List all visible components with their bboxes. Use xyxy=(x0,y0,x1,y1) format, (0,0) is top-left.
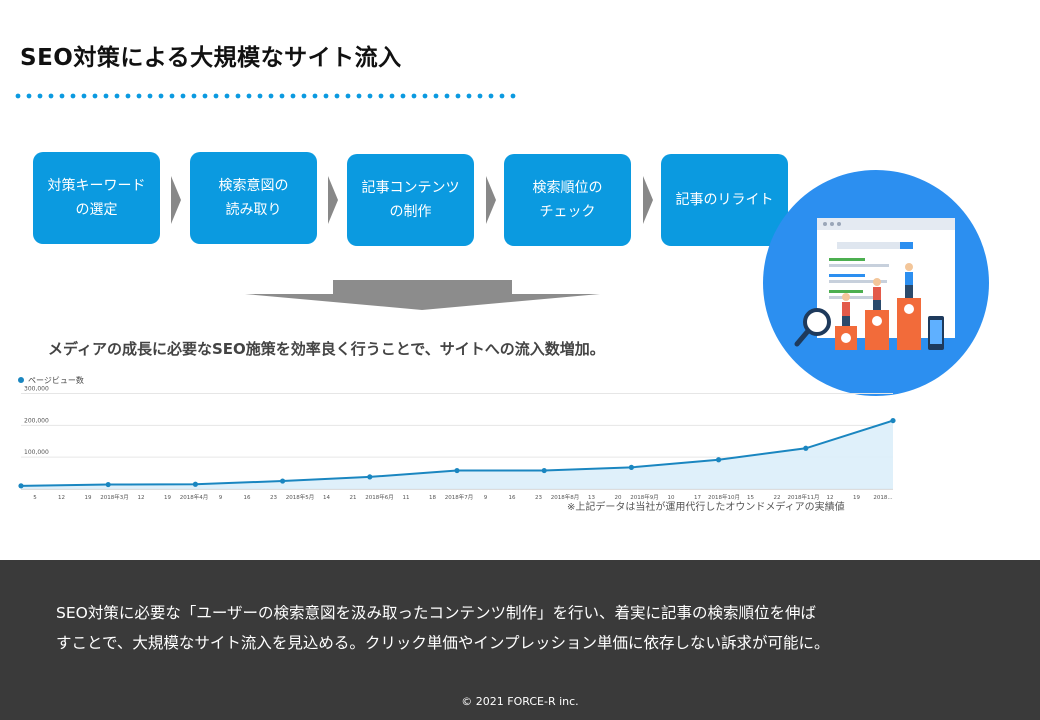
x-tick-label: 19 xyxy=(85,495,92,501)
x-tick-label: 18 xyxy=(429,495,436,501)
footer-panel: SEO対策に必要な「ユーザーの検索意図を汲み取ったコンテンツ制作」を行い、着実に… xyxy=(0,560,1040,720)
data-point xyxy=(716,457,722,463)
seo-ranking-illustration xyxy=(763,170,989,396)
step-label-line1: 検索意図の xyxy=(218,178,289,194)
data-point xyxy=(18,483,24,489)
step-label-line2: チェック xyxy=(539,204,596,220)
legend-label: ページビュー数 xyxy=(28,375,84,385)
x-tick-label: 15 xyxy=(747,495,754,501)
chevron-right-icon xyxy=(486,176,496,224)
data-point xyxy=(803,445,809,451)
data-point xyxy=(628,464,635,470)
x-tick-label: 20 xyxy=(615,495,622,501)
x-tick-label: 2018年5月 xyxy=(286,493,315,501)
x-tick-label: 2018年7月 xyxy=(445,493,474,501)
x-tick-label: 9 xyxy=(484,495,488,501)
step-keyword-selection: 対策キーワードの選定 xyxy=(33,152,160,244)
x-tick-label: 14 xyxy=(323,495,330,501)
data-point xyxy=(454,467,460,474)
y-tick-label: 200,000 xyxy=(24,417,49,424)
data-point xyxy=(367,474,373,480)
step-content-production: 記事コンテンツの制作 xyxy=(347,154,474,246)
step-label-line1: 記事のリライト xyxy=(675,192,774,208)
x-tick-label: 2018年4月 xyxy=(180,493,209,501)
x-tick-label: 10 xyxy=(668,495,675,501)
footer-description: SEO対策に必要な「ユーザーの検索意図を汲み取ったコンテンツ制作」を行い、着実に… xyxy=(56,598,1006,658)
chevron-right-icon xyxy=(171,176,181,224)
down-arrow-icon xyxy=(245,280,600,310)
y-tick-label: 300,000 xyxy=(24,386,49,393)
x-tick-label: 2018... xyxy=(873,495,892,501)
x-tick-label: 2018年9月 xyxy=(630,493,659,501)
copyright: © 2021 FORCE-R inc. xyxy=(461,695,579,708)
x-tick-label: 11 xyxy=(403,495,410,501)
step-rank-check: 検索順位のチェック xyxy=(504,154,631,246)
legend-marker xyxy=(18,377,24,383)
x-tick-label: 12 xyxy=(58,495,65,501)
x-tick-label: 2018年8月 xyxy=(551,493,580,501)
x-tick-label: 2018年3月 xyxy=(100,493,129,501)
x-tick-label: 21 xyxy=(350,495,357,501)
dotted-divider xyxy=(15,93,516,99)
step-label-line2: の選定 xyxy=(75,202,118,218)
data-point xyxy=(192,481,198,487)
page-title: SEO対策による大規模なサイト流入 xyxy=(20,45,402,71)
series-area xyxy=(21,420,893,489)
x-tick-label: 2018年6月 xyxy=(365,493,394,501)
x-tick-label: 16 xyxy=(244,495,251,501)
x-tick-label: 12 xyxy=(138,495,145,501)
tagline: メディアの成長に必要なSEO施策を効率良く行うことで、サイトへの流入数増加。 xyxy=(48,340,605,358)
footer-line: すことで、大規模なサイト流入を見込める。クリック単価やインプレッション単価に依存… xyxy=(56,634,830,652)
x-tick-label: 19 xyxy=(164,495,171,501)
x-tick-label: 2018年11月 xyxy=(788,493,820,501)
x-tick-label: 22 xyxy=(774,495,781,501)
x-tick-label: 13 xyxy=(588,495,595,501)
x-tick-label: 9 xyxy=(219,495,223,501)
x-tick-label: 5 xyxy=(33,495,37,501)
data-point xyxy=(280,478,286,484)
step-label-line1: 検索順位の xyxy=(532,180,603,196)
step-label-line2: の制作 xyxy=(389,204,432,220)
step-search-intent: 検索意図の読み取り xyxy=(190,152,317,244)
data-point xyxy=(105,481,111,488)
chevron-right-icon xyxy=(328,176,338,224)
data-source-note: ※上記データは当社が運用代行したオウンドメディアの実績値 xyxy=(567,502,845,513)
step-label-line1: 記事コンテンツ xyxy=(361,180,460,196)
footer-line: SEO対策に必要な「ユーザーの検索意図を汲み取ったコンテンツ制作」を行い、着実に… xyxy=(56,604,817,622)
data-point xyxy=(541,467,547,474)
x-tick-label: 23 xyxy=(270,495,277,501)
x-tick-label: 2018年10月 xyxy=(708,493,740,501)
step-label-line1: 対策キーワード xyxy=(47,178,146,194)
chevron-right-icon xyxy=(643,176,653,224)
data-point xyxy=(890,417,896,424)
x-tick-label: 12 xyxy=(827,495,834,501)
x-tick-label: 16 xyxy=(509,495,516,501)
step-label-line2: 読み取り xyxy=(225,202,282,218)
x-tick-label: 19 xyxy=(853,495,860,501)
x-tick-label: 23 xyxy=(535,495,542,501)
x-tick-label: 17 xyxy=(694,495,701,501)
y-tick-label: 100,000 xyxy=(24,449,49,456)
step-rewrite: 記事のリライト xyxy=(661,154,788,246)
